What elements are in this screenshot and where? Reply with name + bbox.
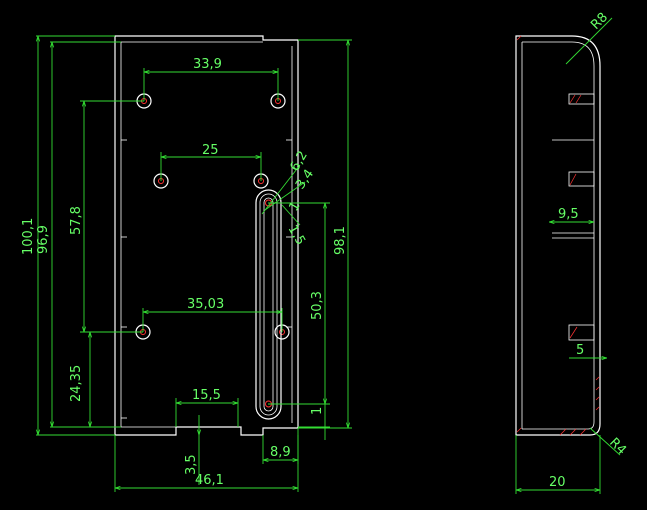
dim-slot-small-b: 1,5 [285,223,308,248]
dim-slot-length: 50,3 [310,291,325,320]
rib [568,324,595,341]
wall-hatch [516,35,600,436]
dim-overall-height-outer: 100,1 [21,218,36,255]
front-view: 100,1 96,9 57,8 24,35 33,9 25 35,03 15,5… [21,35,352,492]
slot [255,189,282,420]
dim-lower-hole-offset: 24,35 [69,365,84,402]
dim-overall-width: 46,1 [195,473,224,488]
dim-overall-height-inner: 96,9 [36,225,51,254]
dim-slot-small-a: 1 [286,199,303,214]
dim-bottom-notch-width: 15,5 [192,388,221,403]
dim-lower-hole-spacing: 35,03 [187,297,224,312]
dim-bottom-step: 3,5 [184,454,199,475]
dim-rib-depth: 9,5 [558,207,579,222]
dim-top-radius: R8 [588,10,611,33]
dim-slot-gap: 1 [310,407,325,415]
side-dimensions [515,17,621,494]
dim-hole-spacing-vertical: 57,8 [69,206,84,235]
front-dimensions [36,35,352,492]
dim-bottom-radius: R4 [606,435,629,458]
rib [552,93,595,141]
side-view: R8 9,5 5 R4 20 [515,10,629,494]
dim-wall-offset: 5 [576,343,584,358]
dim-right-height: 98,1 [333,226,348,255]
dim-depth: 20 [549,475,566,490]
dim-slot-offset: 8,9 [270,445,291,460]
dim-middle-hole-spacing: 25 [202,143,219,158]
front-outline [114,35,299,436]
rib [552,171,595,239]
dim-top-hole-spacing: 33,9 [193,57,222,72]
